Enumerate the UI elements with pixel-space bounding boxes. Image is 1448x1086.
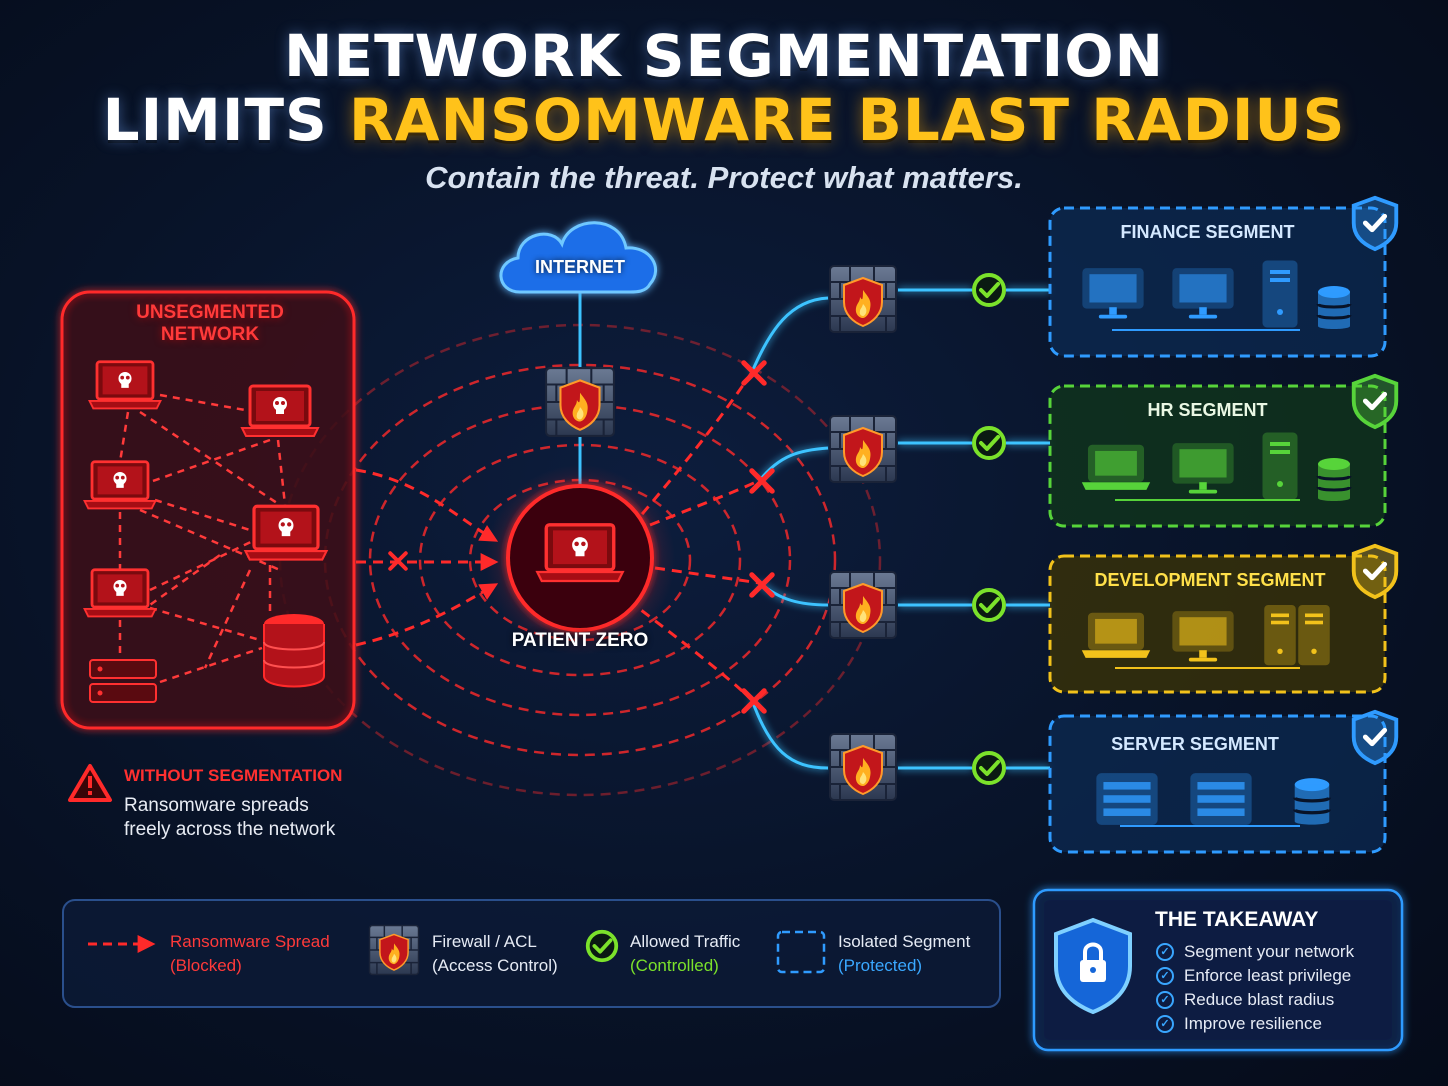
allowed-check-icon (972, 751, 1006, 785)
check-circle-icon: ✓ (1156, 943, 1174, 961)
unsegmented-mesh-links (118, 393, 287, 684)
infected-laptop-icon (88, 360, 162, 410)
laptop-icon (1080, 444, 1152, 492)
takeaway-item-text: Improve resilience (1184, 1014, 1322, 1033)
title-accent-part: RANSOMWARE BLAST RADIUS (349, 86, 1346, 154)
legend-isolated-line1: Isolated Segment (838, 932, 971, 951)
legend-allowed-check-icon (585, 929, 619, 963)
infected-laptop-icon (83, 568, 157, 618)
infected-database-icon (263, 614, 325, 688)
infected-laptop-icon (243, 504, 329, 562)
legend-spread-text: Ransomware Spread (Blocked) (170, 930, 330, 978)
rack-server-icon (1190, 773, 1252, 825)
takeaway-item-text: Reduce blast radius (1184, 990, 1335, 1009)
finance-devices (1082, 260, 1352, 331)
check-circle-icon: ✓ (1156, 991, 1174, 1009)
hr-segment-label: HR SEGMENT (1147, 400, 1268, 420)
legend-firewall-icon (368, 924, 420, 976)
infected-laptop-icon (535, 523, 625, 583)
page-title-line2: LIMITS RANSOMWARE BLAST RADIUS (0, 86, 1448, 154)
infected-server-rack-icon (89, 659, 157, 703)
hr-shield-badge-icon (1354, 376, 1397, 427)
hr-firewall-icon (829, 415, 897, 483)
legend-spread-line1: Ransomware Spread (170, 932, 330, 951)
takeaway-list: ✓ Segment your network ✓ Enforce least pri… (1156, 940, 1354, 1036)
development-devices (1080, 604, 1330, 669)
tower-pc-icon (1262, 432, 1298, 500)
server-devices (1096, 773, 1331, 827)
server-segment-label: SERVER SEGMENT (1111, 734, 1279, 754)
takeaway-box (1032, 888, 1404, 1052)
takeaway-item-text: Enforce least privilege (1184, 966, 1352, 985)
takeaway-item: ✓ Enforce least privilege (1156, 964, 1354, 988)
check-circle-icon: ✓ (1156, 1015, 1174, 1033)
takeaway-lock-shield-icon (1054, 917, 1132, 1015)
server-firewall-icon (829, 733, 897, 801)
legend-firewall-line1: Firewall / ACL (432, 932, 537, 951)
takeaway-item-text: Segment your network (1184, 942, 1355, 961)
warning-line-1: Ransomware spreads (124, 795, 309, 816)
unsegmented-network-label: UNSEGMENTED NETWORK (136, 302, 284, 345)
legend-firewall-line2: (Access Control) (432, 956, 558, 975)
finance-shield-badge-icon (1354, 198, 1397, 249)
warning-triangle-icon (68, 764, 112, 802)
check-circle-icon: ✓ (1156, 967, 1174, 985)
legend-firewall-text: Firewall / ACL (Access Control) (432, 930, 558, 978)
legend-isolated-text: Isolated Segment (Protected) (838, 930, 970, 978)
unsegmented-devices (83, 360, 329, 703)
database-icon (1316, 284, 1352, 331)
page-subtitle: Contain the threat. Protect what matters… (425, 160, 1023, 195)
legend-isolated-line2: (Protected) (838, 956, 923, 975)
rack-server-icon (1096, 773, 1158, 825)
warning-body: Ransomware spreads freely across the net… (124, 794, 335, 842)
infected-laptop-icon (240, 384, 320, 438)
development-segment-label: DEVELOPMENT SEGMENT (1094, 570, 1326, 590)
takeaway-item: ✓ Segment your network (1156, 940, 1354, 964)
database-icon (1293, 776, 1331, 827)
server-tower-icon (1264, 604, 1296, 666)
legend-allowed-line1: Allowed Traffic (630, 932, 741, 951)
allowed-check-icon (972, 588, 1006, 622)
legend-allowed-line2: (Controlled) (630, 956, 719, 975)
hr-devices (1080, 432, 1352, 503)
finance-firewall-icon (829, 265, 897, 333)
allowed-check-icon (972, 426, 1006, 460)
server-tower-icon (1298, 604, 1330, 666)
internet-label: INTERNET (535, 257, 625, 277)
server-shield-badge-icon (1354, 712, 1397, 763)
blocked-x-icon (752, 575, 772, 595)
legend-isolated-segment-icon (776, 930, 826, 974)
warning-line-2: freely across the network (124, 819, 336, 840)
finance-segment-label: FINANCE SEGMENT (1120, 222, 1295, 242)
patient-zero-label: PATIENT ZERO (511, 630, 649, 651)
internet-cloud-icon (499, 221, 657, 294)
code-laptop-icon (1080, 612, 1152, 660)
database-icon (1316, 456, 1352, 503)
legend-box (62, 899, 1001, 1008)
segment-links (750, 288, 1050, 770)
tower-pc-icon (1262, 260, 1298, 328)
legend-allowed-text: Allowed Traffic (Controlled) (630, 930, 740, 978)
development-firewall-icon (829, 571, 897, 639)
legend-spread-line2: (Blocked) (170, 956, 242, 975)
infected-laptop-icon (83, 460, 157, 510)
warning-title: WITHOUT SEGMENTATION (124, 766, 343, 785)
development-shield-badge-icon (1354, 546, 1397, 597)
allowed-check-icon (972, 273, 1006, 307)
takeaway-item: ✓ Reduce blast radius (1156, 988, 1354, 1012)
blocked-x-icon (752, 471, 772, 491)
takeaway-title: THE TAKEAWAY (1155, 908, 1319, 931)
title-white-part: LIMITS (102, 86, 328, 154)
takeaway-item: ✓ Improve resilience (1156, 1012, 1354, 1036)
spread-arrows-inbound (355, 468, 499, 647)
page-title-line1: NETWORK SEGMENTATION (283, 22, 1165, 90)
internet-firewall-icon (545, 367, 615, 437)
